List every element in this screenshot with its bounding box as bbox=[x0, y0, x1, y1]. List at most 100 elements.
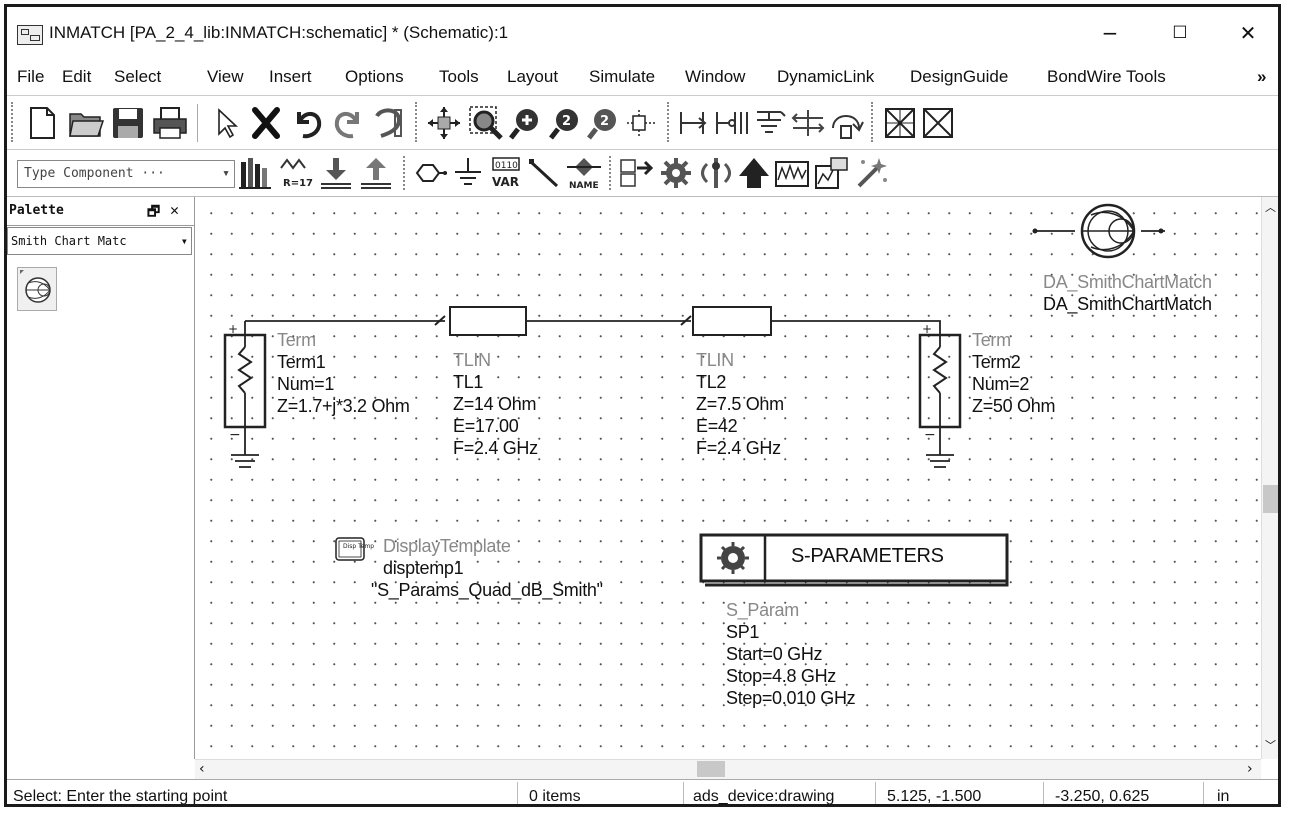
component-search-input[interactable]: Type Component ··· bbox=[24, 166, 165, 181]
s-parameters-controller[interactable] bbox=[699, 533, 1009, 587]
tl1-frequency-label[interactable]: F=2.4 GHz bbox=[453, 438, 538, 458]
chevron-down-icon[interactable]: ▾ bbox=[180, 234, 188, 248]
vertical-scroll-thumb[interactable] bbox=[1263, 485, 1278, 513]
tl1-name-label[interactable]: TL1 bbox=[453, 372, 484, 392]
display-template-value-label[interactable]: "S_Params_Quad_dB_Smith" bbox=[371, 580, 603, 600]
menu-bondwire-tools[interactable]: BondWire Tools bbox=[1047, 67, 1166, 86]
menu-designguide[interactable]: DesignGuide bbox=[910, 67, 1009, 86]
title-bar[interactable]: INMATCH [PA_2_4_lib:INMATCH:schematic] *… bbox=[7, 7, 1278, 59]
sparam-start-label[interactable]: Start=0 GHz bbox=[726, 644, 823, 664]
menu-select[interactable]: Select bbox=[114, 67, 162, 86]
zoom-in-2x-icon[interactable]: 2 bbox=[547, 104, 585, 142]
smith-chart-match-palette-item[interactable] bbox=[17, 267, 57, 311]
toolbar-grip[interactable] bbox=[415, 102, 421, 142]
term2-num-label[interactable]: Num=2 bbox=[972, 374, 1030, 394]
deactivate-short-icon[interactable] bbox=[881, 104, 919, 142]
close-button[interactable]: ✕ bbox=[1239, 21, 1257, 45]
tl2-name-label[interactable]: TL2 bbox=[696, 372, 727, 392]
push-design-icon[interactable] bbox=[617, 154, 655, 192]
scroll-up-icon[interactable]: ︿ bbox=[1265, 201, 1276, 214]
palette-library-select[interactable]: Smith Chart Matc ▾ bbox=[7, 227, 192, 255]
insert-port-icon[interactable] bbox=[623, 104, 661, 142]
smith-chart-name-label[interactable]: DA_SmithChartMatch bbox=[1043, 294, 1212, 314]
insert-ground-icon[interactable] bbox=[751, 104, 789, 142]
da-smith-chart-match-component[interactable] bbox=[1032, 203, 1166, 259]
toolbar-grip[interactable] bbox=[403, 156, 409, 190]
simulate-gear-icon[interactable] bbox=[657, 154, 695, 192]
push-into-hierarchy-icon[interactable] bbox=[317, 154, 355, 192]
term2-name-label[interactable]: Term2 bbox=[972, 352, 1021, 372]
insert-port-symbol-icon[interactable] bbox=[411, 154, 449, 192]
menu-layout[interactable]: Layout bbox=[507, 67, 559, 86]
display-template-icon[interactable]: Disp Temp bbox=[335, 537, 374, 561]
menu-edit[interactable]: Edit bbox=[62, 67, 92, 86]
tlin-tl2[interactable] bbox=[692, 306, 772, 336]
menu-view[interactable]: View bbox=[207, 67, 244, 86]
term2-impedance-label[interactable]: Z=50 Ohm bbox=[972, 396, 1056, 416]
display-template-name-label[interactable]: disptemp1 bbox=[383, 558, 464, 578]
tl2-impedance-label[interactable]: Z=7.5 Ohm bbox=[696, 394, 784, 414]
component-library-icon[interactable] bbox=[237, 154, 275, 192]
horizontal-scrollbar[interactable]: ‹ › bbox=[195, 759, 1261, 780]
insert-wire-diagonal-icon[interactable] bbox=[527, 154, 565, 192]
zoom-in-icon[interactable] bbox=[507, 104, 545, 142]
minimize-button[interactable]: − bbox=[1101, 21, 1119, 45]
menu-window[interactable]: Window bbox=[685, 67, 746, 86]
scroll-down-icon[interactable]: ﹀ bbox=[1265, 739, 1276, 752]
component-search-combobox[interactable]: Type Component ··· ▾ bbox=[17, 160, 235, 188]
move-icon[interactable] bbox=[425, 104, 463, 142]
scroll-left-icon[interactable]: ‹ bbox=[199, 761, 205, 777]
horizontal-scroll-thumb[interactable] bbox=[697, 761, 725, 777]
simulation-data-display-icon[interactable] bbox=[813, 154, 851, 192]
toolbar-grip[interactable] bbox=[871, 102, 877, 142]
new-file-icon[interactable] bbox=[23, 104, 61, 142]
vertical-scrollbar[interactable]: ︿ ﹀ bbox=[1261, 197, 1278, 759]
component-parameter-icon[interactable]: R=17 bbox=[277, 154, 315, 192]
insert-pin-icon[interactable] bbox=[713, 104, 751, 142]
chevron-down-icon[interactable]: ▾ bbox=[222, 166, 230, 181]
sparam-name-label[interactable]: SP1 bbox=[726, 622, 760, 642]
insert-bus-icon[interactable] bbox=[789, 104, 827, 142]
repeat-command-icon[interactable] bbox=[369, 104, 407, 142]
magic-wand-icon[interactable] bbox=[853, 154, 891, 192]
menu-simulate[interactable]: Simulate bbox=[589, 67, 656, 86]
insert-ground-symbol-icon[interactable] bbox=[449, 154, 487, 192]
scroll-right-icon[interactable]: › bbox=[1247, 761, 1253, 777]
tune-icon[interactable] bbox=[697, 154, 735, 192]
term1-name-label[interactable]: Term1 bbox=[277, 352, 326, 372]
undo-icon[interactable] bbox=[289, 104, 327, 142]
zoom-out-2x-icon[interactable]: 2 bbox=[585, 104, 623, 142]
delete-icon[interactable] bbox=[247, 104, 285, 142]
save-icon[interactable] bbox=[109, 104, 147, 142]
tl1-electrical-length-label[interactable]: E=17.00 bbox=[453, 416, 519, 436]
palette-float-icon[interactable]: 🗗 bbox=[147, 204, 161, 220]
insert-name-icon[interactable]: NAME bbox=[565, 154, 603, 192]
insert-wire-icon[interactable] bbox=[675, 104, 713, 142]
menu-dynamiclink[interactable]: DynamicLink bbox=[777, 67, 875, 86]
sparam-step-label[interactable]: Step=0.010 GHz bbox=[726, 688, 856, 708]
term-term2[interactable]: + − bbox=[918, 322, 962, 468]
select-pointer-icon[interactable] bbox=[207, 104, 245, 142]
open-folder-icon[interactable] bbox=[67, 104, 105, 142]
pop-out-hierarchy-icon[interactable] bbox=[357, 154, 395, 192]
redo-icon[interactable] bbox=[329, 104, 367, 142]
menu-insert[interactable]: Insert bbox=[269, 67, 312, 86]
data-display-icon[interactable] bbox=[773, 154, 811, 192]
zoom-area-icon[interactable] bbox=[467, 104, 505, 142]
menu-file[interactable]: File bbox=[17, 67, 45, 86]
toolbar-grip[interactable] bbox=[609, 156, 615, 190]
wire-tl2-term2[interactable] bbox=[769, 320, 941, 329]
menu-overflow[interactable]: » bbox=[1257, 67, 1267, 86]
tlin-tl1[interactable] bbox=[449, 306, 527, 336]
tl2-electrical-length-label[interactable]: E=42 bbox=[696, 416, 738, 436]
menu-options[interactable]: Options bbox=[345, 67, 404, 86]
tl2-frequency-label[interactable]: F=2.4 GHz bbox=[696, 438, 781, 458]
sparam-stop-label[interactable]: Stop=4.8 GHz bbox=[726, 666, 836, 686]
tl1-impedance-label[interactable]: Z=14 Ohm bbox=[453, 394, 537, 414]
print-icon[interactable] bbox=[151, 104, 189, 142]
palette-close-icon[interactable]: ✕ bbox=[170, 201, 180, 219]
insert-hierarchy-icon[interactable] bbox=[827, 104, 865, 142]
menu-tools[interactable]: Tools bbox=[439, 67, 479, 86]
term1-num-label[interactable]: Num=1 bbox=[277, 374, 335, 394]
